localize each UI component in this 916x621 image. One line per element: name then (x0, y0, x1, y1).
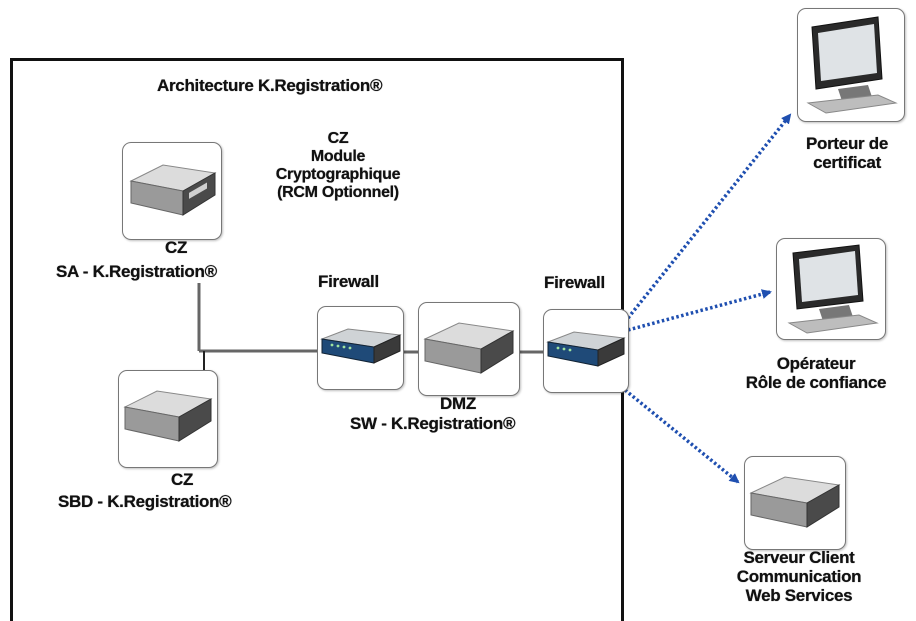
firewall-right-node (543, 309, 629, 393)
module-line-4: (RCM Optionnel) (277, 183, 399, 201)
firewall-left-label: Firewall (318, 272, 379, 291)
sbd-server-node (118, 370, 218, 468)
module-label: CZ Module Cryptographique (RCM Optionnel… (244, 130, 432, 202)
workstation-icon (806, 16, 898, 114)
sw-label: SW - K.Registration® (350, 414, 516, 433)
porteur-node (797, 8, 905, 122)
operateur-line-2: Rôle de confiance (745, 373, 887, 393)
serveur-line-1: Serveur Client (743, 548, 855, 567)
firewall-right-label: Firewall (544, 273, 605, 292)
link-operateur (627, 289, 772, 332)
porteur-line-1: Porteur de (805, 134, 889, 153)
sbd-zone-label: CZ (171, 470, 194, 489)
porteur-label: Porteur de certificat (782, 134, 912, 172)
rack-server-icon (423, 322, 515, 374)
link-serveur (623, 388, 740, 484)
sa-label: SA - K.Registration® (56, 262, 217, 281)
diagram-title: Architecture K.Registration® (157, 76, 383, 95)
serveur-node (744, 456, 846, 550)
firewall-left-node (317, 306, 404, 390)
serveur-label: Serveur Client Communication Web Service… (714, 548, 884, 605)
operateur-node (776, 238, 886, 340)
rack-server-icon (129, 164, 217, 216)
serveur-line-3: Web Services (745, 586, 853, 606)
serveur-line-2: Communication (736, 567, 862, 587)
firewall-appliance-icon (546, 331, 626, 367)
module-line-1: CZ (327, 130, 349, 147)
rack-server-icon (749, 476, 841, 528)
sa-server-node (122, 142, 222, 240)
porteur-line-2: certificat (813, 153, 881, 173)
operateur-line-1: Opérateur (776, 354, 856, 373)
firewall-appliance-icon (320, 328, 402, 364)
module-line-2: Module (310, 147, 366, 165)
sw-server-node (418, 302, 520, 396)
operateur-label: Opérateur Rôle de confiance (716, 354, 916, 392)
link-porteur (626, 113, 792, 320)
workstation-icon (787, 244, 879, 334)
sw-zone-label: DMZ (440, 394, 476, 413)
sbd-label: SBD - K.Registration® (58, 492, 232, 511)
sa-zone-label: CZ (165, 238, 188, 257)
module-line-3: Cryptographique (275, 165, 401, 183)
rack-server-icon (123, 390, 213, 442)
